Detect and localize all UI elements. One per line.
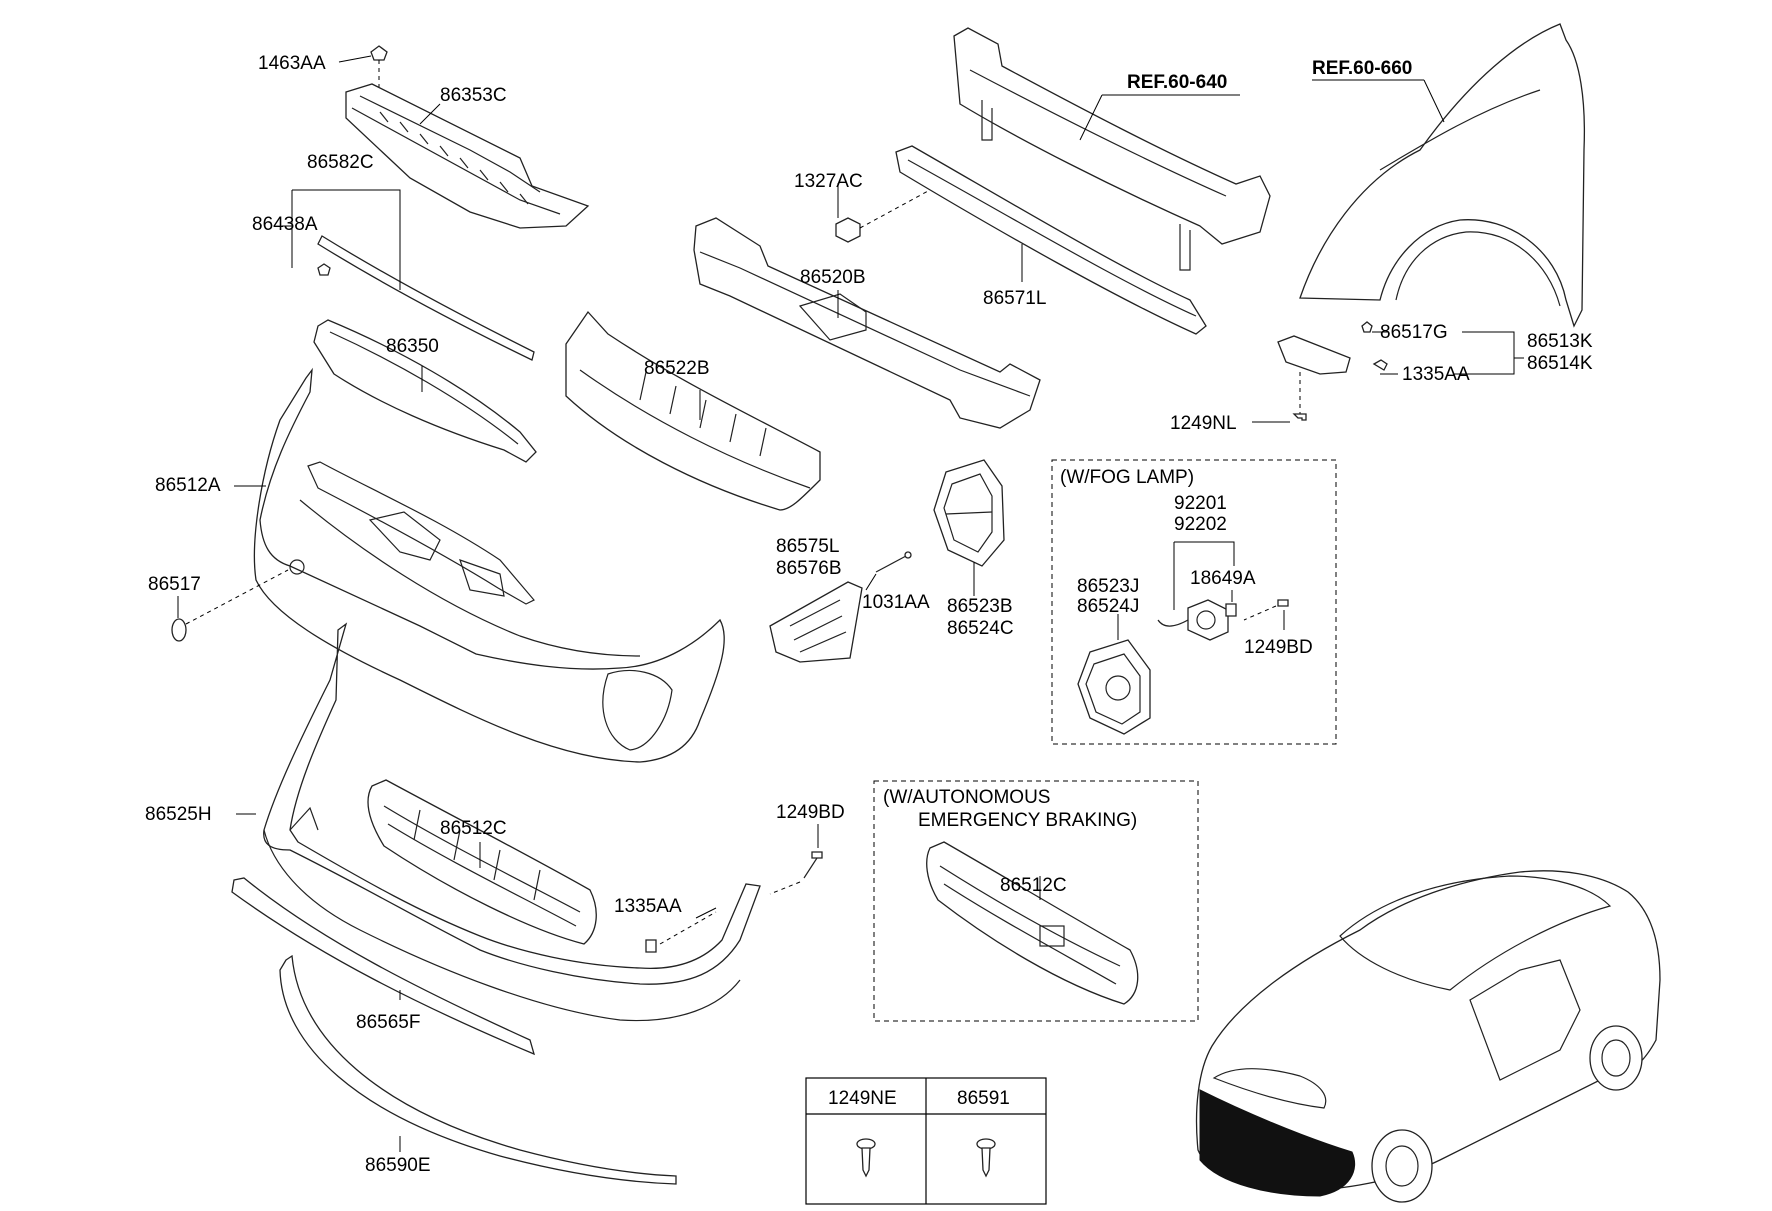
- label-86513K[interactable]: 86513K: [1527, 331, 1593, 352]
- label-1335AA[interactable]: 1335AA: [614, 896, 682, 917]
- moulding-86438A-part[interactable]: [317, 235, 535, 361]
- fastener-table: [805, 1077, 1047, 1205]
- label-86512C[interactable]: 86512C: [440, 818, 507, 839]
- leader-lines: [177, 55, 1524, 1152]
- label-86350[interactable]: 86350: [386, 336, 439, 357]
- label-86524C[interactable]: 86524C: [947, 618, 1014, 639]
- label-ref-60-660[interactable]: REF.60-660: [1312, 58, 1412, 79]
- fog-box-title: (W/FOG LAMP): [1060, 467, 1194, 488]
- lower-grille-86512C-part[interactable]: [367, 779, 597, 945]
- label-86522B[interactable]: 86522B: [644, 358, 710, 379]
- upper-cover-86353C-part[interactable]: [345, 83, 590, 229]
- label-86512A[interactable]: 86512A: [155, 475, 221, 496]
- label-86525H[interactable]: 86525H: [145, 804, 212, 825]
- screw-1249NE-icon: [856, 1138, 876, 1178]
- label-1031AA[interactable]: 1031AA: [862, 592, 930, 613]
- label-aeb-86512C[interactable]: 86512C: [1000, 875, 1067, 896]
- lower-lip-86590E-part[interactable]: [279, 954, 677, 1185]
- screw-1031AA-part[interactable]: [875, 551, 912, 573]
- fog-cover-86523J-part[interactable]: [1077, 639, 1151, 735]
- nut-1327AC-part[interactable]: [835, 177, 953, 243]
- bumper-fascia-86512A-part[interactable]: [253, 367, 725, 763]
- vehicle-locator-illustration: [1195, 870, 1661, 1203]
- label-86590E[interactable]: 86590E: [365, 1155, 431, 1176]
- aeb-box-title-line2: EMERGENCY BRAKING): [918, 810, 1137, 831]
- absorber-86520B-part[interactable]: [693, 217, 1041, 429]
- label-86575L[interactable]: 86575L: [776, 536, 839, 557]
- table-header-1249NE: 1249NE: [828, 1088, 897, 1109]
- label-18649A[interactable]: 18649A: [1190, 568, 1256, 589]
- screw-86591-icon: [976, 1138, 996, 1178]
- label-1335AA-top[interactable]: 1335AA: [1402, 364, 1470, 385]
- label-1249NL[interactable]: 1249NL: [1170, 413, 1237, 434]
- aeb-option-box: [873, 780, 1199, 1022]
- fog-lamp-screw-part[interactable]: [1243, 599, 1289, 621]
- label-1249BD[interactable]: 1249BD: [776, 802, 845, 823]
- bracket-86513K-part[interactable]: [1277, 321, 1388, 421]
- label-86517[interactable]: 86517: [148, 574, 201, 595]
- lower-fascia-86525H-part[interactable]: [263, 622, 761, 1022]
- lower-beam-86571L-part[interactable]: [895, 145, 1207, 335]
- label-ref-60-640[interactable]: REF.60-640: [1127, 72, 1227, 93]
- label-86524J[interactable]: 86524J: [1077, 596, 1139, 617]
- label-86514K[interactable]: 86514K: [1527, 353, 1593, 374]
- label-86576B[interactable]: 86576B: [776, 558, 842, 579]
- label-86571L[interactable]: 86571L: [983, 288, 1046, 309]
- skid-plate-86565F-part[interactable]: [231, 877, 535, 1056]
- aeb-box-title-line1: (W/AUTONOMOUS: [883, 787, 1050, 808]
- side-cover-86575L-part[interactable]: [769, 581, 863, 663]
- crash-beam-ref-60-640-part[interactable]: [953, 27, 1271, 271]
- fog-cover-86523B-part[interactable]: [933, 459, 1005, 567]
- label-1463AA[interactable]: 1463AA: [258, 53, 326, 74]
- label-86520B[interactable]: 86520B: [800, 267, 866, 288]
- tow-cap-86517-part[interactable]: [171, 569, 289, 642]
- fender-ref-60-660-part[interactable]: [1299, 23, 1585, 328]
- label-1327AC[interactable]: 1327AC: [794, 171, 863, 192]
- label-1249BD-fog[interactable]: 1249BD: [1244, 637, 1313, 658]
- clip-1463AA-part[interactable]: [370, 45, 388, 88]
- aeb-lower-grille-86512C-part[interactable]: [926, 841, 1139, 1005]
- clip-1335AA-part[interactable]: [645, 911, 717, 953]
- grille-surround-86350-part[interactable]: [313, 319, 537, 463]
- label-86517G[interactable]: 86517G: [1380, 322, 1448, 343]
- label-86438A[interactable]: 86438A: [252, 214, 318, 235]
- screw-1249BD-part[interactable]: [769, 851, 823, 895]
- label-86582C[interactable]: 86582C: [307, 152, 374, 173]
- fog-lamp-option-box: [1051, 459, 1337, 745]
- label-86523B[interactable]: 86523B: [947, 596, 1013, 617]
- label-92201[interactable]: 92201: [1174, 493, 1227, 514]
- label-92202[interactable]: 92202: [1174, 514, 1227, 535]
- label-86523J[interactable]: 86523J: [1077, 576, 1139, 597]
- label-86353C[interactable]: 86353C: [440, 85, 507, 106]
- fog-lamp-assembly-part[interactable]: [1157, 599, 1237, 641]
- label-86565F[interactable]: 86565F: [356, 1012, 420, 1033]
- table-header-86591: 86591: [957, 1088, 1010, 1109]
- grille-bracket-86522B-part[interactable]: [565, 310, 821, 511]
